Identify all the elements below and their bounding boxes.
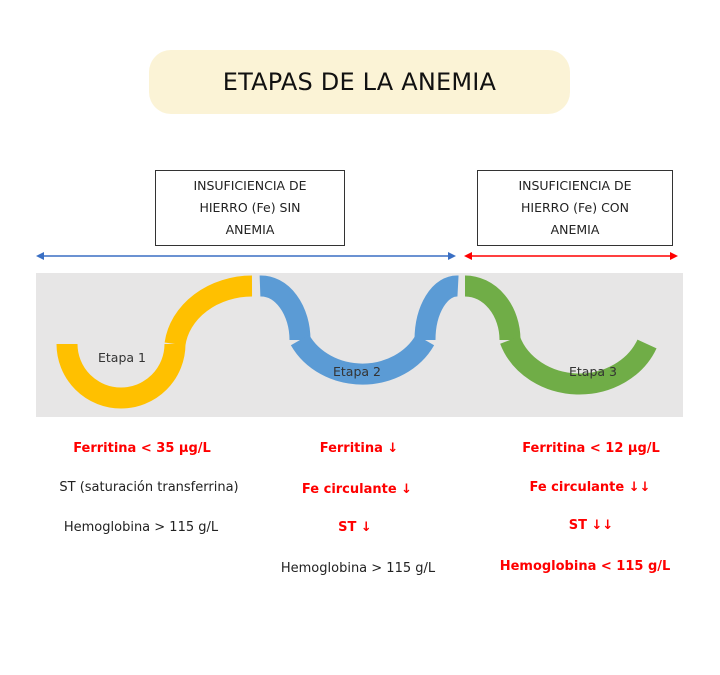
diagram-title: ETAPAS DE LA ANEMIA xyxy=(149,50,570,114)
stage-1-lower-arc xyxy=(56,343,186,409)
stage-2-finding: Fe circulante ↓ xyxy=(301,482,413,497)
phase-label-without-anemia: INSUFICIENCIA DE HIERRO (Fe) SIN ANEMIA xyxy=(155,170,345,246)
phase-left-line1: INSUFICIENCIA DE xyxy=(193,178,307,193)
stage-1-finding: Hemoglobina > 115 g/L xyxy=(63,520,219,535)
stage-1-finding: ST (saturación transferrina) xyxy=(59,480,239,495)
stage-2-upper-arc xyxy=(259,275,311,341)
phase-right-line1: INSUFICIENCIA DE xyxy=(518,178,632,193)
phase-left-line3: ANEMIA xyxy=(225,222,275,237)
phase-right-line3: ANEMIA xyxy=(550,222,600,237)
stage-1-label: Etapa 1 xyxy=(98,350,146,365)
stage-2-label: Etapa 2 xyxy=(333,364,381,379)
stage-3-finding: Hemoglobina < 115 g/L xyxy=(499,559,671,574)
stage-3-upper-arc xyxy=(464,275,521,341)
stage-2-finding: Hemoglobina > 115 g/L xyxy=(280,561,436,576)
stage-1-finding: Ferritina < 35 µg/L xyxy=(73,441,211,456)
stage-3-finding: Ferritina < 12 µg/L xyxy=(522,441,660,456)
stage-2-upper-right-arc xyxy=(414,275,459,341)
phase-label-with-anemia: INSUFICIENCIA DE HIERRO (Fe) CON ANEMIA xyxy=(477,170,673,246)
stage-1-upper-arc xyxy=(164,275,253,346)
stage-3-finding: ST ↓↓ xyxy=(568,518,614,533)
stage-3-lower-arc xyxy=(500,335,657,395)
phase-left-line2: HIERRO (Fe) SIN xyxy=(199,200,301,215)
stage-2-lower-arc xyxy=(290,334,435,385)
phase-right-line2: HIERRO (Fe) CON xyxy=(520,200,629,215)
stage-2-finding: Ferritina ↓ xyxy=(319,441,399,456)
stage-3-finding: Fe circulante ↓↓ xyxy=(529,480,651,495)
stage-3-label: Etapa 3 xyxy=(569,364,617,379)
stage-2-finding: ST ↓ xyxy=(338,520,372,535)
